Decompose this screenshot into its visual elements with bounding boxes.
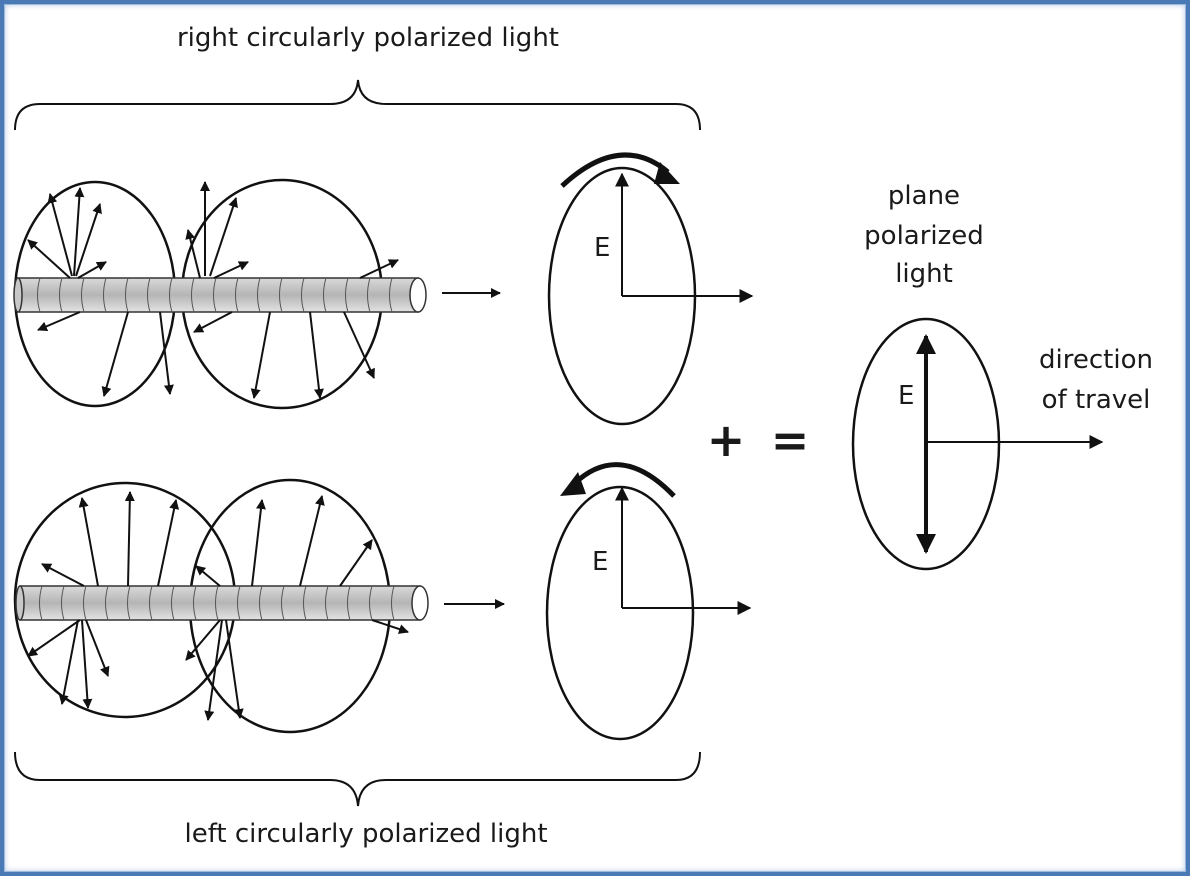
left-helix (13, 478, 505, 734)
result-label-line2: polarized (864, 221, 984, 251)
plane-polarized-view: plane polarized light E direction of tra… (851, 181, 1153, 571)
e-label: E (592, 547, 608, 577)
field-vectors (27, 491, 409, 721)
propagation-rod (19, 585, 421, 621)
bottom-caption: left circularly polarized light (184, 819, 547, 849)
result-label-line3: light (895, 259, 953, 289)
e-label: E (898, 381, 914, 411)
bottom-brace (14, 751, 701, 807)
right-field-view: E (547, 152, 754, 426)
left-field-view: E (545, 462, 752, 741)
plus-sign: + (707, 413, 746, 467)
rod-end (409, 277, 427, 313)
rod-end (13, 277, 23, 313)
e-label: E (594, 233, 610, 263)
rod-rings (37, 277, 393, 313)
rod-rings (39, 585, 395, 621)
result-label-line1: plane (888, 181, 960, 211)
rotation-arrow-counterclockwise (572, 462, 676, 498)
rotation-arrowhead (560, 472, 586, 496)
rod-end (15, 585, 25, 621)
rod-end (411, 585, 429, 621)
direction-label-line2: of travel (1042, 385, 1151, 415)
field-ellipse (545, 485, 695, 741)
propagation-rod (17, 277, 419, 313)
rotation-arrowhead (654, 162, 680, 184)
right-helix (13, 178, 501, 410)
field-vectors (27, 181, 399, 399)
top-brace (14, 79, 701, 131)
rotation-arrow-clockwise (560, 152, 670, 188)
top-caption: right circularly polarized light (177, 23, 559, 53)
equals-sign: = (771, 413, 810, 467)
field-ellipse (851, 317, 1001, 571)
direction-label-line1: direction (1039, 345, 1153, 375)
